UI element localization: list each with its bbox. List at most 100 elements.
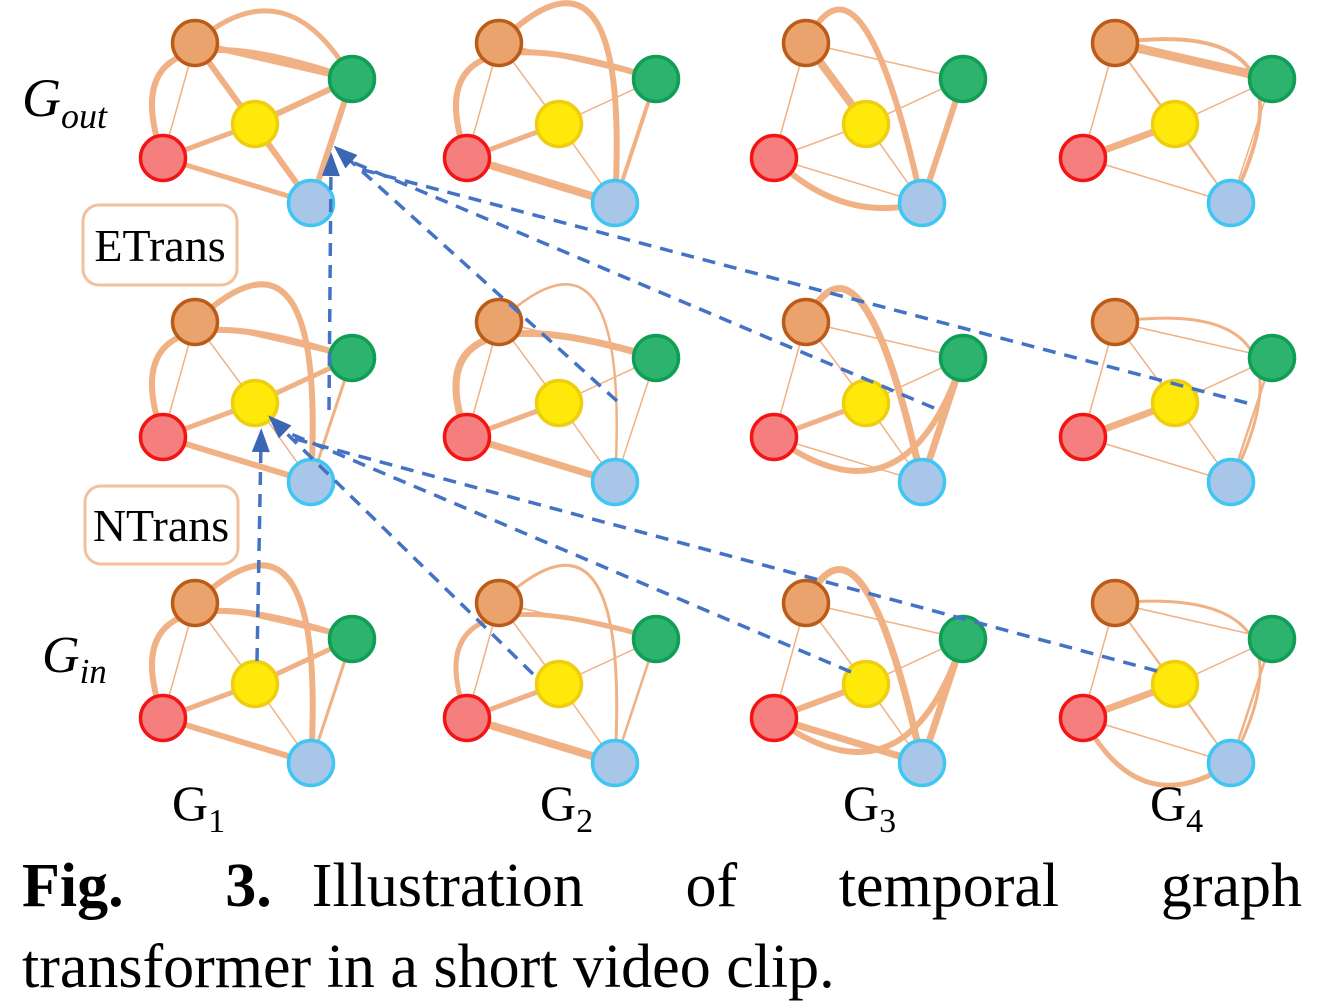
node-blue: [286, 178, 336, 228]
node-red: [442, 133, 492, 183]
edge-orange-blue: [802, 285, 926, 486]
graphs-layer: [138, 0, 1297, 788]
edge-orange-blue: [1113, 37, 1263, 205]
edge-red-blue: [773, 436, 923, 483]
node-red: [749, 693, 799, 743]
graph-out-2: [442, 0, 681, 228]
node-blue: [590, 178, 640, 228]
gin-base: G: [42, 627, 80, 684]
ntrans-label: NTrans: [93, 500, 229, 551]
node-green: [327, 54, 377, 104]
edge-orange-blue: [496, 0, 620, 206]
node-yellow: [841, 99, 891, 149]
node-red: [749, 133, 799, 183]
graph-mid-1: [138, 281, 377, 507]
node-orange: [781, 578, 831, 628]
etrans-dashed-arrow: [355, 166, 1248, 405]
node-orange: [781, 297, 831, 347]
ntrans-dashed-arrow: [287, 435, 1158, 673]
g1-sub: 1: [208, 803, 225, 840]
column-label-g2: G2: [540, 775, 593, 840]
ntrans-dashed-arrow: [283, 429, 852, 674]
etrans-dashed-arrow: [342, 153, 619, 403]
graph-in-2: [442, 563, 681, 788]
node-blue: [897, 178, 947, 228]
edge-orange-green: [192, 8, 355, 82]
arrows-layer: [251, 145, 1248, 676]
edge-red-blue: [1080, 715, 1234, 788]
node-red: [442, 412, 492, 462]
edge-red-blue: [773, 157, 923, 204]
ntrans-arrowhead-icon: [267, 415, 292, 439]
edge-orange-blue: [1113, 316, 1262, 484]
node-green: [938, 614, 988, 664]
etrans-label: ETrans: [94, 220, 225, 271]
ntrans-arrowhead-icon: [251, 428, 270, 453]
edge-orange-blue: [497, 563, 619, 765]
node-orange: [474, 578, 524, 628]
edge-red-blue: [463, 433, 619, 486]
edge-red-blue: [160, 155, 314, 206]
node-green: [1247, 54, 1297, 104]
etrans-arrowhead-icon: [333, 145, 358, 169]
node-green: [327, 614, 377, 664]
ntrans-dashed-arrow: [276, 423, 535, 676]
node-orange: [170, 18, 220, 68]
edge-orange-green: [1110, 38, 1277, 84]
node-orange: [1090, 18, 1140, 68]
edge-red-blue: [1082, 157, 1232, 204]
etrans-box: [81, 203, 239, 287]
node-green: [1247, 614, 1297, 664]
column-label-g1: G1: [172, 775, 225, 840]
ntrans-dashed-arrow: [255, 441, 263, 662]
graph-out-4: [1058, 18, 1297, 228]
etrans-dashed-arrow: [351, 160, 935, 410]
graph-mid-3: [749, 285, 988, 507]
node-yellow: [1150, 659, 1200, 709]
edge-orange-blue: [803, 6, 925, 206]
node-red: [138, 412, 188, 462]
gout-label: Gout: [22, 68, 108, 136]
node-yellow: [534, 659, 584, 709]
edge-red-blue: [770, 714, 926, 767]
figure-caption: Fig. 3.Illustration of temporal graph tr…: [22, 846, 1302, 1008]
node-green: [631, 614, 681, 664]
node-red: [138, 133, 188, 183]
g4-base: G: [1150, 775, 1186, 831]
caption-text-1: Illustration of temporal graph: [311, 852, 1302, 920]
caption-line-2: transformer in a short video clip.: [22, 933, 835, 1001]
node-blue: [286, 738, 336, 788]
node-red: [442, 693, 492, 743]
column-label-g4: G4: [1150, 775, 1203, 840]
node-yellow: [230, 99, 280, 149]
graph-in-4: [1058, 578, 1297, 788]
g3-sub: 3: [879, 803, 896, 840]
graph-in-3: [749, 566, 988, 788]
graph-out-1: [138, 8, 377, 228]
node-red: [1058, 412, 1108, 462]
node-blue: [590, 457, 640, 507]
node-red: [1058, 693, 1108, 743]
edge-red-blue: [463, 714, 619, 767]
node-orange: [1090, 578, 1140, 628]
node-yellow: [230, 659, 280, 709]
node-red: [1058, 133, 1108, 183]
node-green: [938, 333, 988, 383]
edge-orange-green: [1114, 321, 1273, 359]
g2-sub: 2: [576, 803, 593, 840]
etrans-dashed-arrow: [327, 165, 333, 411]
graph-in-1: [138, 562, 377, 788]
gin-sub: in: [80, 652, 107, 691]
node-green: [1247, 333, 1297, 383]
edge-red-blue: [160, 434, 314, 485]
edge-orange-blue: [192, 281, 316, 485]
node-orange: [781, 18, 831, 68]
edge-red-blue: [1082, 436, 1232, 483]
g2-base: G: [540, 775, 576, 831]
node-green: [631, 333, 681, 383]
node-yellow: [841, 659, 891, 709]
edge-red-blue: [1082, 717, 1232, 764]
node-red: [749, 412, 799, 462]
node-blue: [1206, 738, 1256, 788]
edge-orange-blue: [802, 566, 926, 767]
